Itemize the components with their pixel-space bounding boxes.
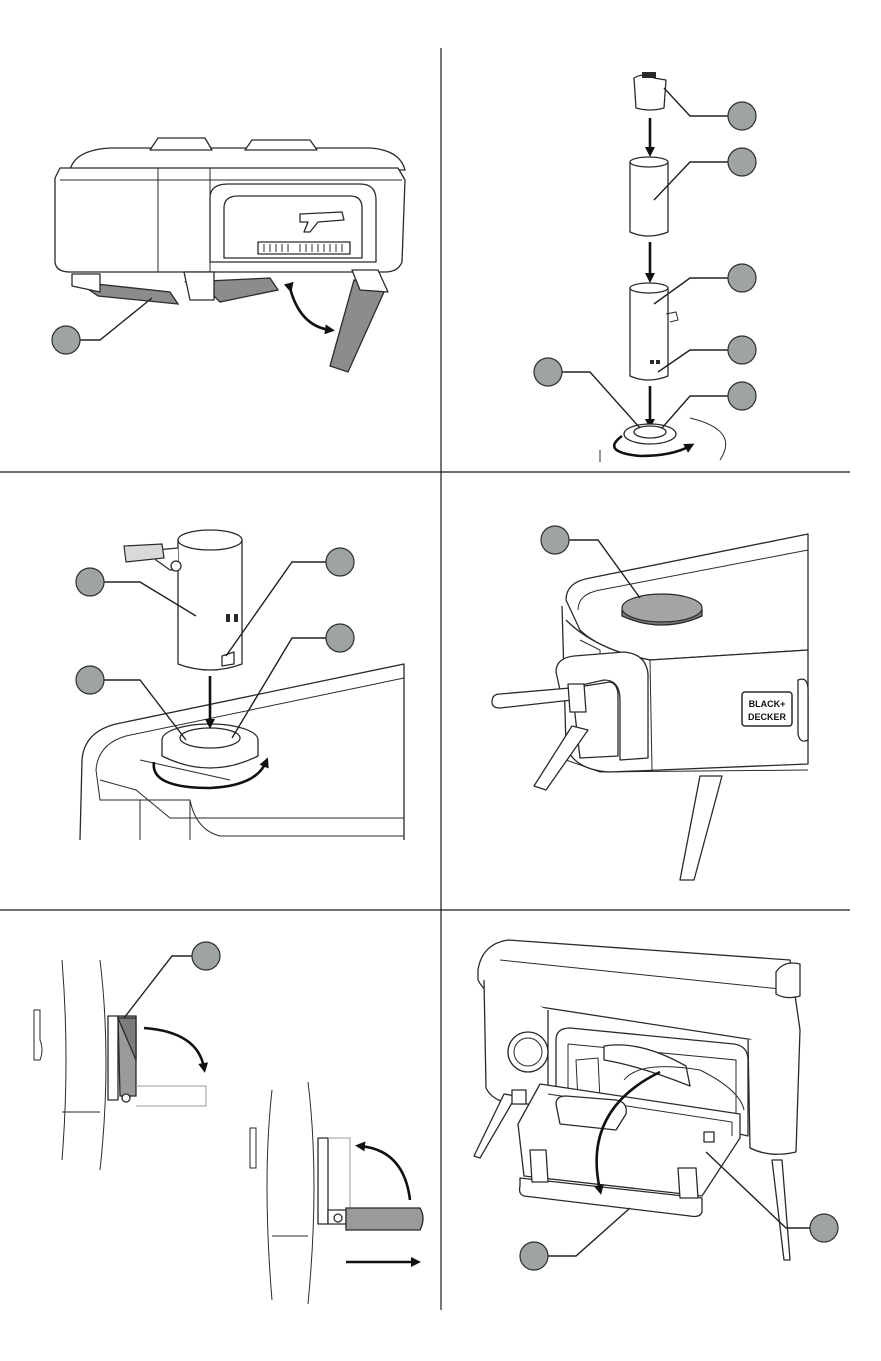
fold-down-arrow <box>144 1028 204 1068</box>
callout-cap <box>728 102 756 130</box>
brand-logo-line1: BLACK+ <box>749 699 786 709</box>
panel-3-chimney-insert <box>76 530 404 840</box>
chimney-pipe <box>630 162 668 236</box>
handle-upright-ghost <box>328 1138 350 1214</box>
door-vent-slots <box>258 242 350 254</box>
chimney-cap <box>634 75 666 110</box>
panel-4-stone-placement: BLACK+ DECKER <box>492 526 808 880</box>
callout-locking-pin <box>728 336 756 364</box>
leg-right-p6 <box>772 1160 790 1260</box>
callout-pipe <box>728 148 756 176</box>
handle-extended <box>346 1208 423 1230</box>
door-handle-extended <box>492 688 572 708</box>
callout-collar-slot <box>728 382 756 410</box>
callout-base-pipe-detail <box>76 568 104 596</box>
unfold-arrow <box>290 288 330 330</box>
oven-side-right <box>267 1082 314 1304</box>
lid-knob-left <box>150 138 212 150</box>
callout-base-pipe <box>728 264 756 292</box>
handle-folded-ghost <box>136 1086 206 1106</box>
brand-logo-line2: DECKER <box>748 712 787 722</box>
callout-collar-slot-detail <box>326 624 354 652</box>
panel-6-door-open <box>474 940 838 1270</box>
callout-door-handle <box>520 1242 548 1270</box>
callout-collar <box>534 358 562 386</box>
panel-5-handle-fold <box>34 942 423 1304</box>
oven-side-left <box>62 960 106 1170</box>
panel-2-chimney-assembly <box>534 72 756 462</box>
leg-left-p6 <box>474 1094 516 1158</box>
callout-stone <box>541 526 569 554</box>
panel-1-unfold-legs <box>52 138 405 372</box>
brand-logo: BLACK+ DECKER <box>742 692 792 726</box>
leg-front-right <box>680 776 722 880</box>
callout-locking-pin-detail <box>326 548 354 576</box>
callout-handle <box>192 942 220 970</box>
chimney-base-pipe <box>630 288 668 380</box>
fold-up-arrow <box>360 1146 410 1200</box>
leg-right-unfolding <box>330 280 384 372</box>
callout-door-panel <box>810 1214 838 1242</box>
callout-leg <box>52 326 80 354</box>
chimney-base-pipe-large <box>178 540 242 670</box>
lid-knob-right <box>245 140 317 150</box>
callout-collar-detail <box>76 666 104 694</box>
oven-lid <box>70 148 405 170</box>
